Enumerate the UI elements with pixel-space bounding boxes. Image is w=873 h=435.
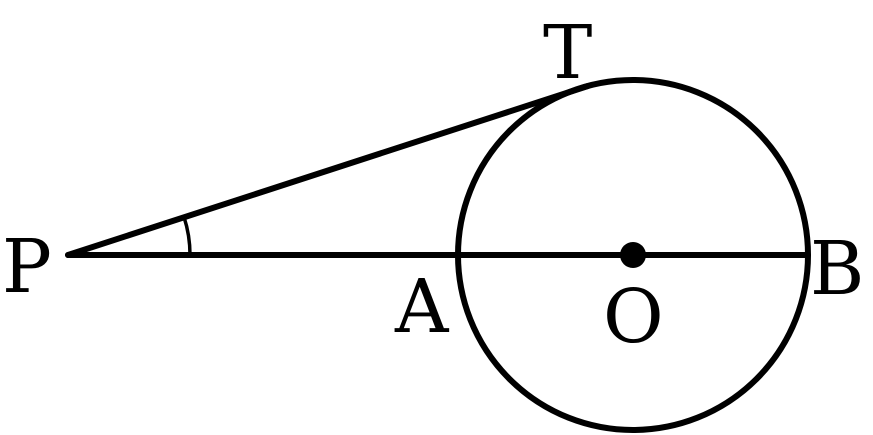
label-p: P bbox=[2, 224, 52, 310]
label-a: A bbox=[394, 264, 450, 350]
label-o: O bbox=[603, 274, 664, 360]
label-t: T bbox=[543, 10, 592, 96]
center-point-o bbox=[620, 242, 646, 268]
angle-p-arc bbox=[182, 216, 192, 256]
tangent-p-t bbox=[65, 83, 591, 258]
label-b: B bbox=[810, 226, 864, 312]
